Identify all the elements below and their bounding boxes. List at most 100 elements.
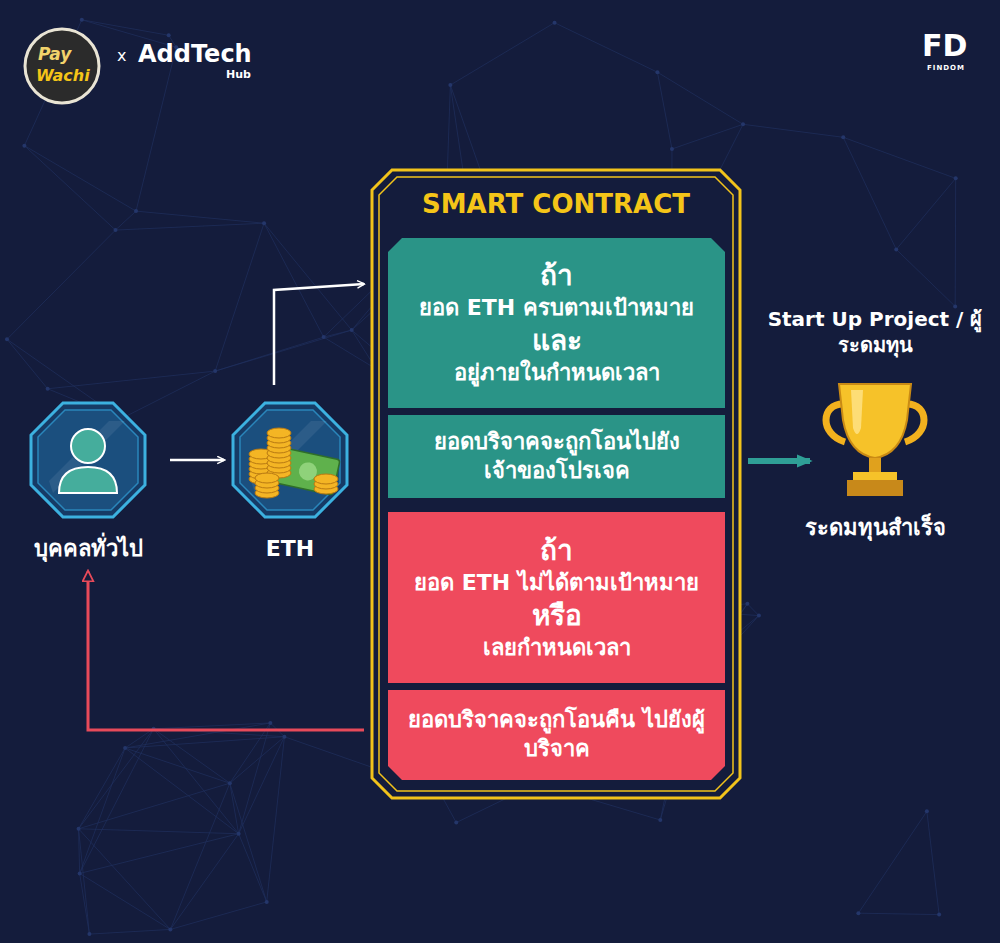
network-line (743, 124, 843, 137)
network-line (170, 902, 266, 930)
logo-word: AddTech (138, 40, 252, 68)
network-line (858, 913, 939, 914)
network-line (80, 834, 239, 874)
network-line (230, 783, 267, 902)
network-dot (954, 176, 958, 180)
logo-word: FINDOM (927, 64, 965, 72)
octagon-frame (231, 401, 349, 519)
network-dot (841, 135, 845, 139)
network-dot (22, 144, 26, 148)
network-line (657, 72, 743, 124)
node-text: ถ้า (540, 258, 573, 294)
network-dot (925, 809, 929, 813)
network-texture (5, 18, 958, 936)
network-line (267, 737, 285, 902)
node-label: Start Up Project / ผู้ระดมทุน (762, 306, 988, 358)
network-line (136, 47, 176, 211)
network-line (657, 72, 672, 149)
condition-box: ถ้ายอด ETH ครบตามเป้าหมายและอยู่ภายในกำห… (388, 238, 725, 408)
network-line (79, 829, 171, 930)
paywachi-logo (25, 29, 99, 103)
node-text: ยอดบริจาคจะถูกโอนคืน ไปยังผู้บริจาค (398, 706, 715, 763)
network-dot (658, 818, 662, 822)
network-line (79, 783, 230, 829)
network-line (7, 339, 48, 388)
network-line (450, 23, 554, 85)
network-line (215, 330, 352, 371)
condition-box: ถ้ายอด ETH ไม่ได้ตามเป้าหมายหรือเลยกำหนด… (388, 512, 725, 683)
result-box: ยอดบริจาคจะถูกโอนคืน ไปยังผู้บริจาค (388, 690, 725, 780)
network-line (927, 811, 939, 914)
network-line (89, 929, 170, 934)
network-dot (123, 746, 127, 750)
network-dot (262, 221, 266, 225)
network-line (82, 20, 169, 35)
network-dot (78, 871, 82, 875)
network-line (955, 178, 957, 306)
network-dot (448, 83, 452, 87)
network-dot (894, 247, 898, 251)
network-line (80, 748, 125, 873)
network-line (555, 23, 658, 72)
network-dot (228, 781, 232, 785)
network-line (239, 834, 267, 902)
icon-holder (231, 401, 349, 519)
network-dot (168, 927, 172, 931)
network-line (215, 337, 323, 371)
node-text: เลยกำหนดเวลา (483, 634, 631, 663)
network-line (239, 723, 271, 834)
network-line (7, 230, 115, 339)
network-line (215, 223, 264, 371)
network-line (896, 178, 955, 249)
network-line (80, 729, 154, 874)
network-line (154, 729, 239, 834)
network-line (239, 737, 285, 834)
network-line (24, 146, 115, 230)
network-line (79, 829, 90, 934)
octagon-frame (29, 401, 147, 519)
network-line (230, 723, 271, 783)
node-text: ถ้า (540, 533, 573, 569)
network-dot (553, 21, 557, 25)
node-text: และ (532, 323, 582, 359)
network-line (48, 371, 216, 389)
node-label: ระดมทุนสำเร็จ (762, 514, 988, 543)
network-dot (5, 337, 9, 341)
logo-word: Pay (38, 44, 71, 64)
node-label: ETH (220, 535, 360, 564)
separator: x (117, 46, 126, 65)
network-dot (856, 911, 860, 915)
result-box: ยอดบริจาคจะถูกโอนไปยัง เจ้าของโปรเจค (388, 415, 725, 498)
network-dot (350, 328, 354, 332)
network-line (125, 723, 270, 748)
node-text: หรือ (532, 598, 582, 634)
network-dot (745, 602, 749, 606)
trophy-icon (815, 376, 935, 500)
network-line (843, 137, 896, 249)
node-text: ยอด ETH ครบตามเป้าหมาย (419, 294, 694, 323)
node-label: บุคคลทั่วไป (8, 535, 168, 564)
network-line (125, 748, 239, 834)
network-line (747, 604, 759, 616)
network-line (264, 223, 352, 330)
network-line (115, 211, 136, 230)
network-line (858, 811, 926, 913)
logo-mark: FD (922, 28, 967, 63)
network-dot (265, 900, 269, 904)
node-text: อยู่ภายในกำหนดเวลา (454, 359, 660, 388)
network-dot (134, 209, 138, 213)
network-dot (454, 821, 458, 825)
network-dot (655, 70, 659, 74)
network-line (896, 249, 955, 306)
network-line (125, 748, 230, 783)
trophy-node: Start Up Project / ผู้ระดมทุนระดมทุนสำเร… (762, 306, 988, 543)
network-dot (167, 33, 171, 37)
network-dot (113, 228, 117, 232)
network-line (136, 211, 264, 223)
eth-node: ETH (220, 401, 360, 564)
network-line (121, 371, 215, 419)
network-dot (282, 735, 286, 739)
frame-title: SMART CONTRACT (370, 188, 742, 222)
